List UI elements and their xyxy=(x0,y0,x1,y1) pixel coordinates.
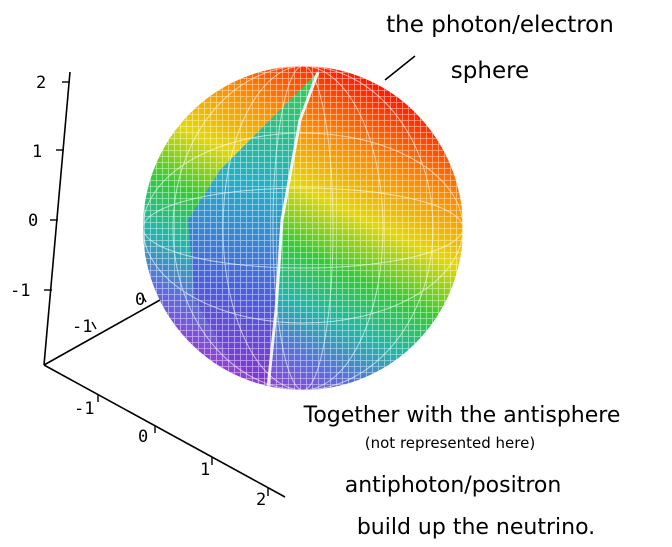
axes xyxy=(43,71,286,498)
upper-diagonal-tick-label: 0 xyxy=(135,290,145,310)
lower-diagonal-tick-label: 0 xyxy=(138,427,148,447)
lower-diagonal-tick-label: -1 xyxy=(74,399,94,419)
caption-bottom-line2: (not represented here) xyxy=(365,434,535,452)
upper-diagonal-tick-label: -1 xyxy=(72,317,92,337)
photon-electron-sphere xyxy=(143,55,463,390)
pointer-line xyxy=(384,55,416,81)
vertical-tick-label: 2 xyxy=(36,73,46,93)
lower-diagonal-axis xyxy=(43,364,286,498)
caption-bottom-line1: Together with the antisphere xyxy=(303,403,621,428)
vertical-axis xyxy=(43,71,71,366)
vertical-tick-label: 0 xyxy=(28,211,38,231)
caption-bottom-line4: build up the neutrino. xyxy=(357,515,595,540)
caption-top-line2: sphere xyxy=(451,58,529,84)
axis-ticks xyxy=(44,81,269,496)
upper-diagonal-axis xyxy=(43,299,161,366)
caption-bottom-line3: antiphoton/positron xyxy=(345,473,562,498)
caption-top-line1: the photon/electron xyxy=(386,12,614,38)
lower-diagonal-tick-label: 2 xyxy=(256,490,266,510)
lower-diagonal-tick-label: 1 xyxy=(200,460,210,480)
vertical-tick-label: -1 xyxy=(10,281,30,301)
vertical-tick-label: 1 xyxy=(32,142,42,162)
